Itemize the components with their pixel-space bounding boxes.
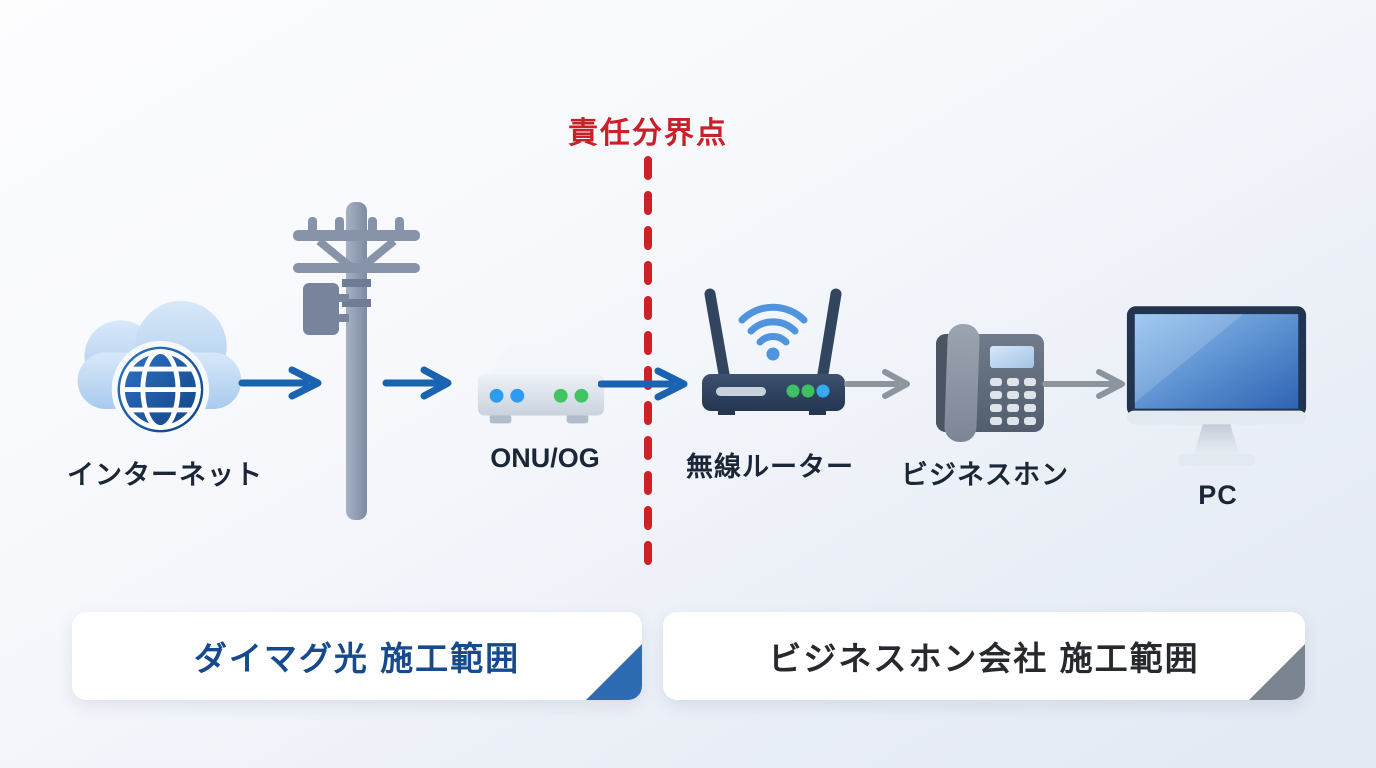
arrow-phone-to-pc-icon (1042, 369, 1125, 399)
zone-daimag-hikari-label: ダイマグ光 施工範囲 (193, 640, 521, 677)
wifi-router-icon (702, 288, 845, 415)
arrow-router-to-phone-icon (844, 369, 910, 399)
zone-daimag-hikari-scope: ダイマグ光 施工範囲 (72, 612, 642, 700)
arrow-internet-to-pole-icon (238, 366, 322, 400)
demarcation-point-label: 責任分界点 (568, 117, 728, 150)
desk-phone-icon (936, 323, 1044, 443)
utility-pole-icon (293, 202, 420, 520)
desktop-monitor-icon (1126, 306, 1307, 466)
zone-corner-triangle-icon (1249, 644, 1305, 700)
demarcation-dashed-line-icon (644, 156, 652, 566)
arrow-onu-to-router-icon (598, 367, 688, 401)
onu-label: ONU/OG (490, 443, 600, 473)
arrow-pole-to-onu-icon (382, 366, 452, 400)
zone-corner-triangle-icon (586, 644, 642, 700)
cloud-globe-icon (77, 300, 242, 439)
pc-label: PC (1198, 480, 1238, 510)
zone-business-phone-company-label: ビジネスホン会社 施工範囲 (768, 640, 1200, 677)
internet-label: インターネット (67, 460, 263, 490)
wireless-router-label: 無線ルーター (686, 452, 854, 482)
onu-modem-icon (477, 344, 605, 424)
business-phone-label: ビジネスホン (901, 460, 1069, 490)
zone-business-phone-company-scope: ビジネスホン会社 施工範囲 (663, 612, 1305, 700)
